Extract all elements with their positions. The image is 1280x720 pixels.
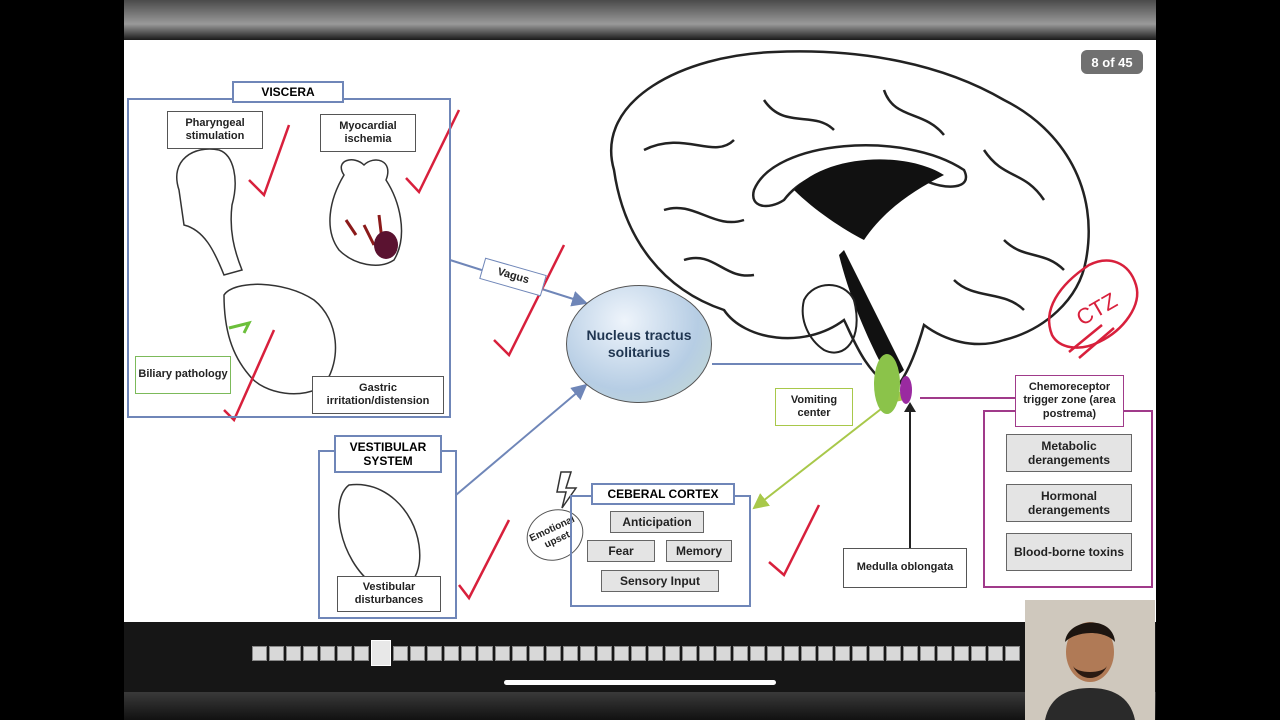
slide-thumbnail[interactable] — [320, 646, 335, 661]
vestibular-arrow — [455, 383, 588, 496]
slide-thumbnail[interactable] — [478, 646, 493, 661]
slide-thumbnail[interactable] — [597, 646, 612, 661]
slide-thumbnail[interactable] — [1005, 646, 1020, 661]
slide-thumbnail[interactable] — [512, 646, 527, 661]
red-annotations — [223, 109, 1139, 601]
slide-thumbnail[interactable] — [954, 646, 969, 661]
ctz-title-box: Chemoreceptor trigger zone (area postrem… — [1015, 375, 1124, 427]
viscera-title: VISCERA — [232, 81, 344, 103]
brainstem-shape — [839, 250, 904, 376]
slide-thumbnail[interactable] — [529, 646, 544, 661]
diagram-lines: CTZ — [176, 50, 1139, 601]
slide-thumbnail[interactable] — [648, 646, 663, 661]
slide-thumbnail[interactable] — [269, 646, 284, 661]
pharyngeal-box: Pharyngeal stimulation — [167, 111, 263, 149]
metabolic-box: Metabolic derangements — [1006, 434, 1132, 472]
slide-thumbnail[interactable] — [937, 646, 952, 661]
corpus-callosum-shape — [794, 159, 944, 240]
slide-thumbnail[interactable] — [337, 646, 352, 661]
slide-thumbnail[interactable] — [614, 646, 629, 661]
fear-box: Fear — [587, 540, 655, 562]
slide-thumbnail[interactable] — [410, 646, 425, 661]
cerebellum-shape — [801, 284, 858, 354]
slide-thumbnail[interactable] — [699, 646, 714, 661]
anticipation-box: Anticipation — [610, 511, 704, 533]
slide-thumbnail[interactable] — [920, 646, 935, 661]
slide-thumbnail[interactable] — [903, 646, 918, 661]
vomiting-center-marker — [874, 354, 900, 414]
slide-thumbnail[interactable] — [733, 646, 748, 661]
slide-thumbnail[interactable] — [767, 646, 782, 661]
thumbnail-strip — [252, 640, 1020, 666]
slide-thumbnail[interactable] — [427, 646, 442, 661]
biliary-box: Biliary pathology — [135, 356, 231, 394]
slide-thumbnail[interactable] — [835, 646, 850, 661]
top-toolbar — [124, 0, 1156, 40]
ctz-marker — [900, 376, 912, 404]
slide-thumbnail[interactable] — [886, 646, 901, 661]
slide-thumbnail[interactable] — [682, 646, 697, 661]
bottom-bar — [124, 692, 1156, 720]
slide-canvas: CTZ 8 of 45 VISCERA Pharyngeal stimulati… — [124, 40, 1156, 622]
vestibular-disturbances-box: Vestibular disturbances — [337, 576, 441, 612]
slide-thumbnail[interactable] — [393, 646, 408, 661]
toxins-box: Blood-borne toxins — [1006, 533, 1132, 571]
lightning-icon — [556, 471, 578, 509]
slide-thumbnail[interactable] — [750, 646, 765, 661]
slide-thumbnail[interactable] — [303, 646, 318, 661]
slide-thumbnail[interactable] — [988, 646, 1003, 661]
gastric-box: Gastric irritation/distension — [312, 376, 444, 414]
slide-thumbnail[interactable] — [461, 646, 476, 661]
cortex-vomiting-arrow — [752, 387, 906, 510]
current-slide-thumbnail[interactable] — [371, 640, 391, 666]
cortex-title: CEBERAL CORTEX — [591, 483, 735, 505]
scrub-handle[interactable] — [504, 680, 776, 685]
slide-thumbnail[interactable] — [444, 646, 459, 661]
slide-thumbnail[interactable] — [818, 646, 833, 661]
slide-thumbnail[interactable] — [563, 646, 578, 661]
slide-thumbnail[interactable] — [495, 646, 510, 661]
slide-thumbnail[interactable] — [869, 646, 884, 661]
slide-thumbnail[interactable] — [665, 646, 680, 661]
slide-thumbnail[interactable] — [716, 646, 731, 661]
slide-thumbnail[interactable] — [546, 646, 561, 661]
slide-thumbnail[interactable] — [631, 646, 646, 661]
webcam-overlay — [1025, 600, 1155, 720]
slide-thumbnail[interactable] — [852, 646, 867, 661]
slide-thumbnail[interactable] — [784, 646, 799, 661]
hormonal-box: Hormonal derangements — [1006, 484, 1132, 522]
ctz-annotation: CTZ — [1072, 288, 1122, 331]
slide-thumbnail[interactable] — [801, 646, 816, 661]
slide-counter: 8 of 45 — [1081, 50, 1143, 74]
slide-thumbnail[interactable] — [252, 646, 267, 661]
memory-box: Memory — [666, 540, 732, 562]
myocardial-box: Myocardial ischemia — [320, 114, 416, 152]
slide-thumbnail[interactable] — [354, 646, 369, 661]
vestibular-title: VESTIBULAR SYSTEM — [334, 435, 442, 473]
brain-illustration — [610, 50, 1090, 392]
nucleus-tractus-solitarius: Nucleus tractus solitarius — [566, 285, 712, 403]
medulla-oblongata-box: Medulla oblongata — [843, 548, 967, 588]
sensory-input-box: Sensory Input — [601, 570, 719, 592]
slide-thumbnail[interactable] — [286, 646, 301, 661]
presenter-avatar — [1025, 600, 1155, 720]
slide-filmstrip — [124, 622, 1156, 692]
slide-thumbnail[interactable] — [971, 646, 986, 661]
slide-thumbnail[interactable] — [580, 646, 595, 661]
vomiting-center-box: Vomiting center — [775, 388, 853, 426]
